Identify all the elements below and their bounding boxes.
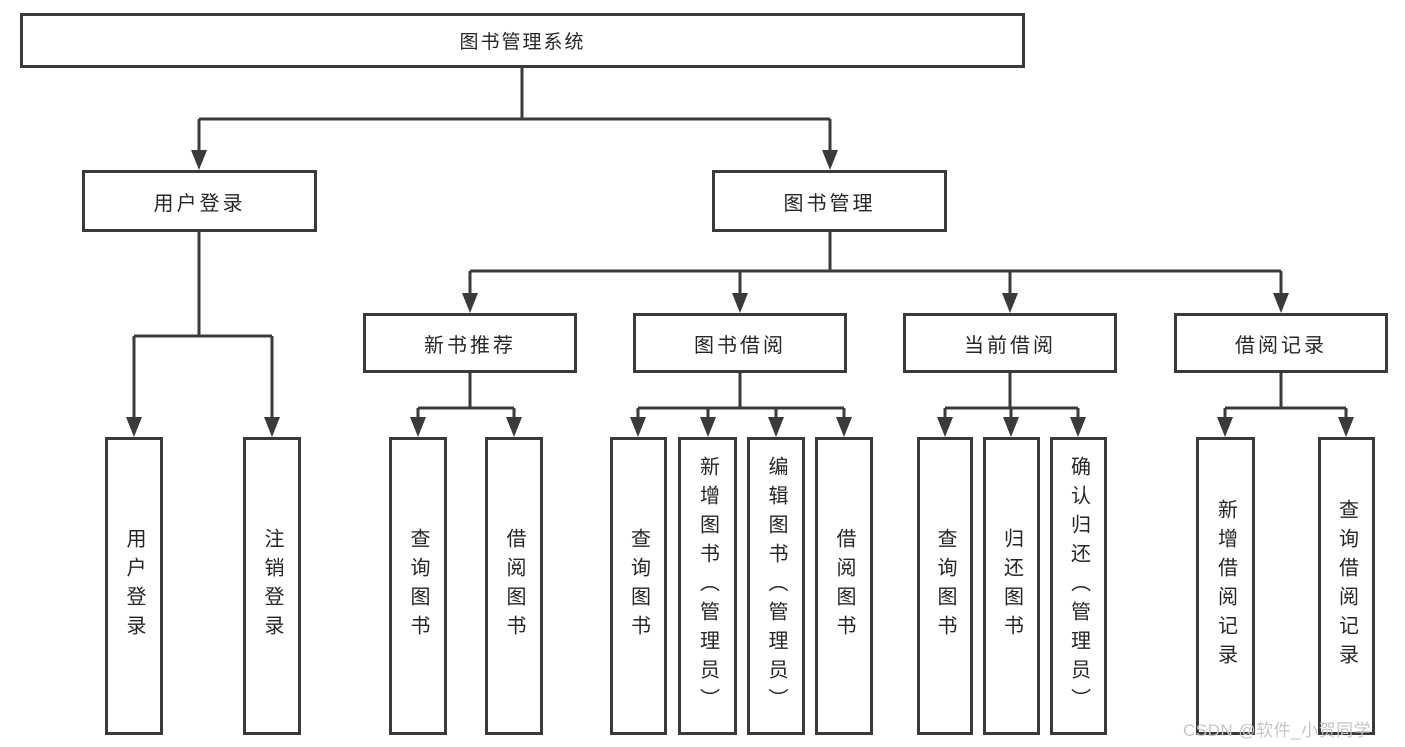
leaf-logout: 注销登录 (243, 437, 301, 735)
node-label: 用户登录 (153, 192, 246, 215)
arrow-down-icon (264, 417, 280, 437)
arrow-down-icon (700, 417, 716, 437)
node-label: 用户登录 (123, 528, 145, 644)
arrow-down-icon (836, 417, 852, 437)
leaf-current-return-books: 归还图书 (983, 437, 1040, 735)
node-label: 当前借阅 (964, 334, 1056, 357)
leaf-current-confirm-return-admin: 确认归还（管理员） (1050, 437, 1107, 735)
arrow-down-icon (937, 417, 953, 437)
leaf-borrow-borrow-books: 借阅图书 (815, 437, 873, 735)
arrow-down-icon (630, 417, 646, 437)
node-borrow-records: 借阅记录 (1174, 313, 1388, 373)
arrow-down-icon (462, 293, 478, 313)
leaf-records-query-record: 查询借阅记录 (1318, 437, 1375, 735)
node-book-management: 图书管理 (712, 170, 947, 232)
arrow-down-icon (410, 417, 426, 437)
connector-paths (132, 68, 1348, 418)
leaf-recommend-borrow-books: 借阅图书 (485, 437, 543, 735)
node-label: 新书推荐 (424, 334, 516, 357)
arrow-down-icon (1273, 293, 1289, 313)
arrow-down-icon (732, 293, 748, 313)
node-label: 图书管理系统 (459, 32, 586, 53)
arrow-down-icon (191, 150, 207, 170)
arrow-down-icon (506, 417, 522, 437)
arrow-down-icon (1002, 293, 1018, 313)
node-label: 借阅图书 (833, 528, 855, 644)
arrow-down-icon (1338, 417, 1354, 437)
node-label: 借阅记录 (1235, 334, 1327, 357)
leaf-borrow-edit-books-admin: 编辑图书（管理员） (747, 437, 805, 735)
node-root-system: 图书管理系统 (20, 13, 1025, 68)
node-label: 查询图书 (627, 528, 650, 644)
node-label: 注销登录 (261, 528, 283, 644)
csdn-watermark: CSDN @软件_小贺同学 (1183, 721, 1372, 740)
leaf-recommend-query-books: 查询图书 (389, 437, 447, 735)
node-label: 图书借阅 (694, 334, 786, 357)
node-new-book-recommend: 新书推荐 (363, 313, 577, 373)
arrow-down-icon (1070, 417, 1086, 437)
node-label: 确认归还（管理员） (1067, 455, 1090, 717)
leaf-borrow-add-books-admin: 新增图书（管理员） (678, 437, 737, 735)
leaf-records-add-record: 新增借阅记录 (1196, 437, 1255, 735)
node-label: 新增图书（管理员） (696, 455, 719, 717)
node-label: 归还图书 (1000, 528, 1023, 644)
arrow-down-icon (822, 150, 838, 170)
node-book-borrow: 图书借阅 (633, 313, 847, 373)
node-current-borrow: 当前借阅 (903, 313, 1117, 373)
leaf-borrow-query-books: 查询图书 (610, 437, 667, 735)
node-label: 借阅图书 (503, 528, 525, 644)
arrow-down-icon (1217, 417, 1233, 437)
node-label: 查询借阅记录 (1335, 499, 1358, 673)
node-user-login: 用户登录 (82, 170, 317, 232)
node-label: 查询图书 (407, 528, 429, 644)
node-label: 查询图书 (934, 528, 956, 644)
arrow-down-icon (768, 417, 784, 437)
leaf-current-query-books: 查询图书 (917, 437, 973, 735)
arrowhead-icons (126, 150, 1354, 437)
node-label: 图书管理 (783, 192, 876, 215)
node-label: 新增借阅记录 (1214, 499, 1237, 673)
node-label: 编辑图书（管理员） (765, 455, 787, 717)
leaf-user-login: 用户登录 (105, 437, 163, 735)
arrow-down-icon (126, 417, 142, 437)
arrow-down-icon (1003, 417, 1019, 437)
